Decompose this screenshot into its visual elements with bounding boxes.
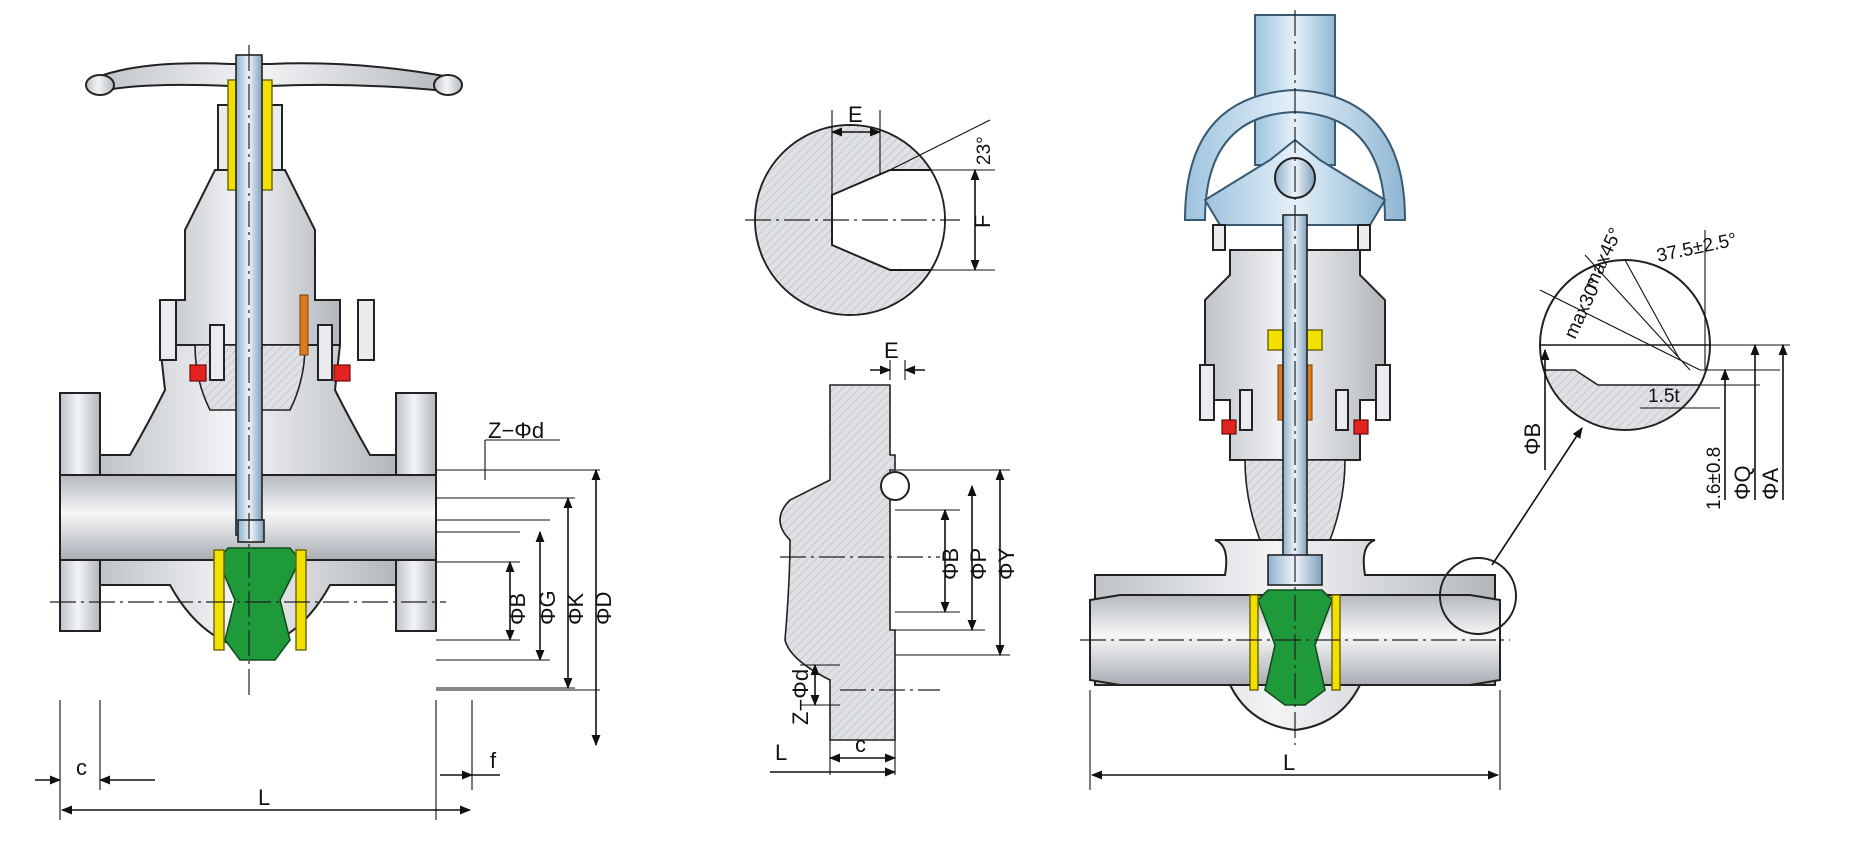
seat-right	[1331, 594, 1341, 691]
flange-section	[779, 384, 896, 741]
label-f: f	[490, 748, 497, 773]
detail-leader	[1491, 427, 1583, 566]
label-phi-b: ΦB	[938, 548, 963, 580]
detail-callout-circle	[1439, 557, 1517, 635]
handwheel-rim-left	[85, 74, 115, 96]
label-e: E	[848, 102, 863, 127]
bevel-detail: max45° max30° 37.5±2.5° 1.5t ΦB 1.6±0.8 …	[1520, 225, 1790, 510]
label-phi-g: ΦG	[535, 590, 560, 625]
label-c: c	[855, 732, 866, 757]
stem-connector	[237, 519, 265, 543]
label-phi-a: ΦA	[1758, 467, 1783, 500]
bonnet-bolts	[159, 299, 375, 382]
left-gate-valve: Z−Φd ΦB ΦG ΦK ΦD c f L	[35, 45, 616, 820]
label-z-phi-d: Z−Φd	[488, 418, 544, 443]
label-bevel-angle: 37.5±2.5°	[1655, 229, 1739, 266]
label-phi-k: ΦK	[563, 592, 588, 625]
label-tolerance: 1.6±0.8	[1704, 447, 1725, 510]
gearbox-bolts	[1212, 224, 1371, 251]
seat-left	[213, 549, 225, 651]
label-phi-b: ΦB	[1520, 423, 1545, 455]
label-23: 23°	[974, 136, 995, 165]
label-c: c	[76, 755, 87, 780]
seat-left	[1249, 594, 1259, 691]
seat-right	[295, 549, 307, 651]
handwheel	[94, 62, 456, 94]
label-l: L	[775, 740, 787, 765]
label-phi-p: ΦP	[966, 548, 991, 580]
bolt-hole	[880, 471, 910, 501]
label-z-phi-d: Z−Φd	[788, 669, 813, 725]
label-phi-q: ΦQ	[1730, 465, 1755, 500]
label-1-5t: 1.5t	[1648, 386, 1680, 407]
flange-detail: E ΦB ΦP ΦY Z−Φd c L	[770, 338, 1019, 777]
label-l: L	[258, 785, 270, 810]
gear-handwheel	[1183, 88, 1407, 221]
left-valve-dimensions: Z−Φd ΦB ΦG ΦK ΦD c f L	[35, 418, 616, 820]
label-phi-y: ΦY	[994, 547, 1019, 580]
label-f: F	[970, 215, 995, 228]
bonnet-bolts	[1199, 364, 1391, 435]
label-phi-b: ΦB	[505, 593, 530, 625]
label-phi-d: ΦD	[591, 592, 616, 625]
label-e: E	[884, 338, 899, 363]
right-gate-valve: L	[1080, 10, 1583, 790]
weld-end-detail: E 23° F	[745, 102, 995, 316]
label-l: L	[1283, 750, 1295, 775]
handwheel-rim-right	[433, 74, 463, 96]
